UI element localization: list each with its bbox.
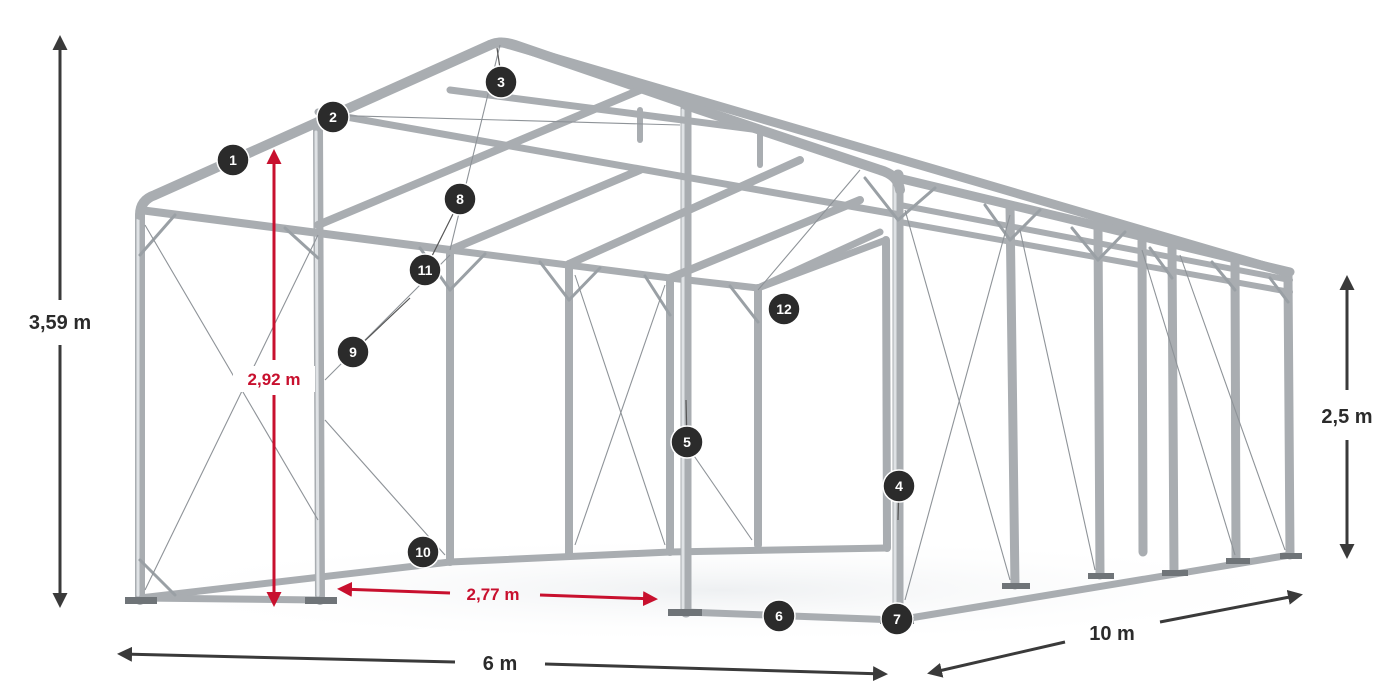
ground-rails: [136, 544, 1294, 624]
callout-badge-9: 9: [336, 335, 370, 369]
callout-number: 6: [775, 608, 783, 624]
callout-circle: [670, 425, 704, 459]
callout-circle: [316, 100, 350, 134]
callout-circle: [882, 469, 916, 503]
tent-frame: [125, 37, 1302, 626]
callout-badge-1: 1: [216, 143, 250, 177]
callout-number: 11: [418, 262, 433, 278]
callout-badge-8: 8: [443, 182, 477, 216]
callout-circle: [767, 292, 801, 326]
entrance-height-label: 2,92 m: [248, 370, 301, 389]
callout-number: 9: [349, 344, 357, 360]
callout-circle: [408, 253, 442, 287]
callout-badge-3: 3: [484, 65, 518, 99]
callout-number: 3: [497, 74, 505, 90]
total-height-label: 3,59 m: [29, 312, 91, 334]
callout-badge-7: 7: [880, 602, 914, 636]
width-label: 6 m: [483, 653, 517, 675]
entrance-width-label: 2,77 m: [467, 585, 520, 604]
callout-circle: [880, 602, 914, 636]
callout-circle: [406, 535, 440, 569]
callout-number: 4: [895, 478, 903, 494]
wind-bracing-wires: [144, 44, 1286, 601]
callout-number: 5: [683, 434, 691, 450]
front-gable: [135, 37, 695, 605]
callout-circle: [216, 143, 250, 177]
front-posts: [680, 99, 905, 626]
callout-leaders: [352, 47, 900, 521]
length-label: 10 m: [1089, 623, 1135, 645]
callout-badge-11: 11: [408, 253, 442, 287]
callout-badge-10: 10: [406, 535, 440, 569]
callout-number: 8: [456, 191, 464, 207]
callout-badge-2: 2: [316, 100, 350, 134]
callout-number: 1: [229, 152, 237, 168]
dimension-length: 10 m: [927, 589, 1303, 678]
dimension-side-height: 2,5 m: [1321, 275, 1373, 559]
callout-number: 12: [776, 301, 792, 317]
callout-circle: [484, 65, 518, 99]
callout-circle: [443, 182, 477, 216]
dimension-width: 6 m: [117, 646, 888, 682]
dimension-total-height: 3,59 m: [29, 35, 91, 608]
callout-circle: [336, 335, 370, 369]
callout-badge-4: 4: [882, 469, 916, 503]
callout-circle: [762, 599, 796, 633]
dimension-entrance-height: 2,92 m: [233, 149, 315, 607]
callout-badge-12: 12: [767, 292, 801, 326]
callout-badge-5: 5: [670, 425, 704, 459]
dimension-entrance-width: 2,77 m: [337, 581, 658, 607]
ridge-and-eaves: [314, 37, 1295, 292]
callout-badge-6: 6: [762, 599, 796, 633]
callout-number: 2: [329, 109, 337, 125]
callout-number: 10: [415, 544, 431, 560]
callout-number: 7: [893, 611, 901, 627]
side-height-label: 2,5 m: [1321, 406, 1372, 428]
